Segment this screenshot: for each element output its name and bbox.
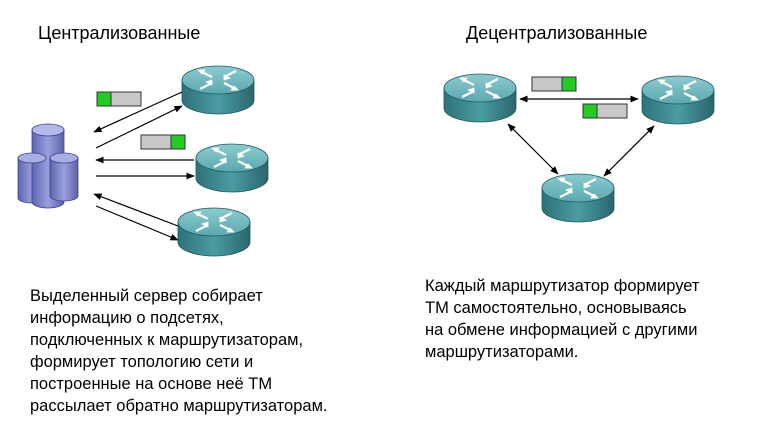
connection-arrows <box>507 95 655 177</box>
description-line: подключенных к маршрутизаторам, <box>30 331 304 349</box>
router-icon <box>176 206 252 258</box>
description-line: построенные на основе неё ТМ <box>30 375 273 393</box>
decentralized-title: Децентрализованные <box>466 23 648 43</box>
packet-icon <box>140 134 186 150</box>
router-icon <box>180 64 256 116</box>
packet-icon <box>531 76 577 92</box>
description-line: на обмене информацией с другими <box>425 321 698 339</box>
centralized-title: Централизованные <box>38 23 201 43</box>
description-line: Выделенный сервер собирает <box>30 287 263 305</box>
centralized-description: Выделенный сервер собирает информацию о … <box>30 285 328 417</box>
packet-icon <box>96 91 142 107</box>
description-line: формирует топологию сети и <box>30 353 254 371</box>
description-line: информацию о подсетях, <box>30 309 224 327</box>
server-icon <box>17 123 79 209</box>
decentralized-description: Каждый маршрутизатор формирует ТМ самост… <box>425 275 699 363</box>
packet-icon <box>582 103 628 119</box>
description-line: маршрутизаторами. <box>425 343 579 361</box>
router-icon <box>194 142 270 194</box>
router-icon <box>540 172 616 224</box>
description-line: ТМ самостоятельно, основываясь <box>425 299 687 317</box>
router-icon <box>442 72 518 124</box>
description-line: Каждый маршрутизатор формирует <box>425 277 700 295</box>
description-line: рассылает обратно маршрутизаторам. <box>30 397 328 415</box>
router-icon <box>640 74 716 126</box>
connection-arrows <box>93 91 195 241</box>
